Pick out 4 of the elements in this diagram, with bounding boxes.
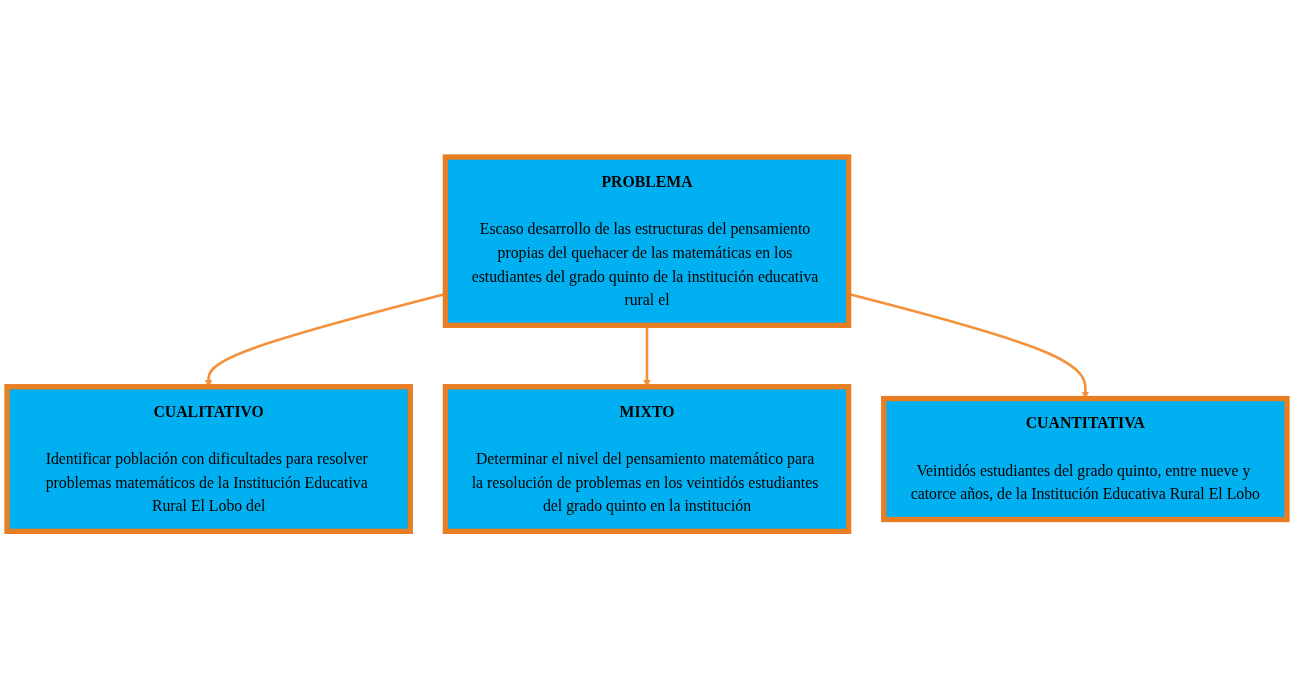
node-box: CUANTITATIVA Veintidós estudiantes del grado quinto, entre nueve y catorce años, de la Institución Educativa Rural El Lobo xyxy=(881,396,1290,523)
node-box: CUALITATIVO Identificar población con dificultades para resolver problemas matemáticos de la Institución Educativa Rural El Lobo del xyxy=(4,384,413,535)
node-box: PROBLEMA Escaso desarrollo de las estructuras del pensamiento propias del quehacer de las matemáticas en los estudiantes del grado quinto de la institución educativa rural el xyxy=(442,154,852,329)
node-box: MIXTO Determinar el nivel del pensamiento matemático para la resolución de problemas en los veintidós estudiantes del grado quinto en la institución xyxy=(442,384,852,535)
